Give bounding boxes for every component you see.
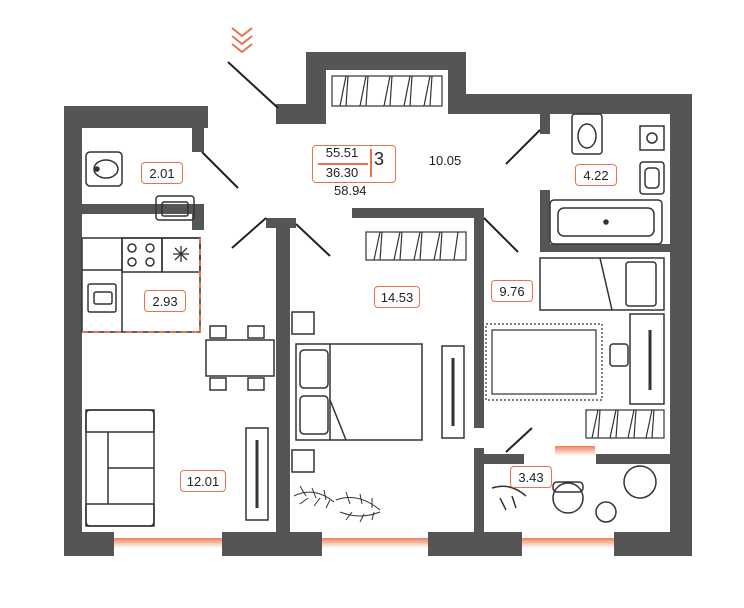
summary-frame: [312, 145, 396, 183]
area-label-balcony: 3.43: [510, 466, 552, 488]
summary-divider: [318, 163, 368, 165]
balcony-furniture: [491, 465, 657, 523]
plant-decor: [293, 485, 381, 523]
summary-area-a: 55.51: [325, 145, 359, 160]
wc-fixtures: [85, 151, 195, 221]
tv-unit-bedroom: [441, 345, 465, 439]
kitchen-zone-dashed: [82, 238, 201, 333]
area-label-living: 12.01: [180, 470, 226, 492]
bathroom-fixtures: [549, 113, 665, 245]
wardrobe-bedroom: [365, 231, 467, 261]
snowflake-icon: [173, 246, 189, 262]
area-label-kitchen: 2.93: [144, 290, 186, 312]
summary-total-area: 58.94: [334, 183, 367, 198]
wardrobe-room2: [585, 409, 665, 439]
door-swings: [201, 61, 541, 453]
window-glows: [112, 446, 616, 548]
area-label-bedroom: 14.53: [374, 286, 420, 308]
apartment-summary: 55.51 36.30 3 58.94: [312, 145, 412, 205]
area-label-room2: 9.76: [491, 280, 533, 302]
desk: [609, 313, 665, 405]
area-label-bathroom: 4.22: [575, 164, 617, 186]
summary-separator: [370, 149, 372, 177]
entrance-chevron-icon: [231, 27, 253, 54]
area-label-hall: 10.05: [428, 152, 462, 168]
area-label-wc: 2.01: [141, 162, 183, 184]
rug: [485, 323, 603, 401]
bed: [291, 311, 423, 473]
summary-area-b: 36.30: [325, 165, 359, 180]
sofa: [85, 409, 155, 527]
dining-table: [205, 325, 275, 391]
tv-unit-living: [245, 427, 269, 521]
wardrobe-hall: [331, 75, 443, 107]
walls: [64, 52, 692, 556]
bed-room2: [539, 257, 665, 311]
summary-room-count: 3: [374, 149, 385, 169]
